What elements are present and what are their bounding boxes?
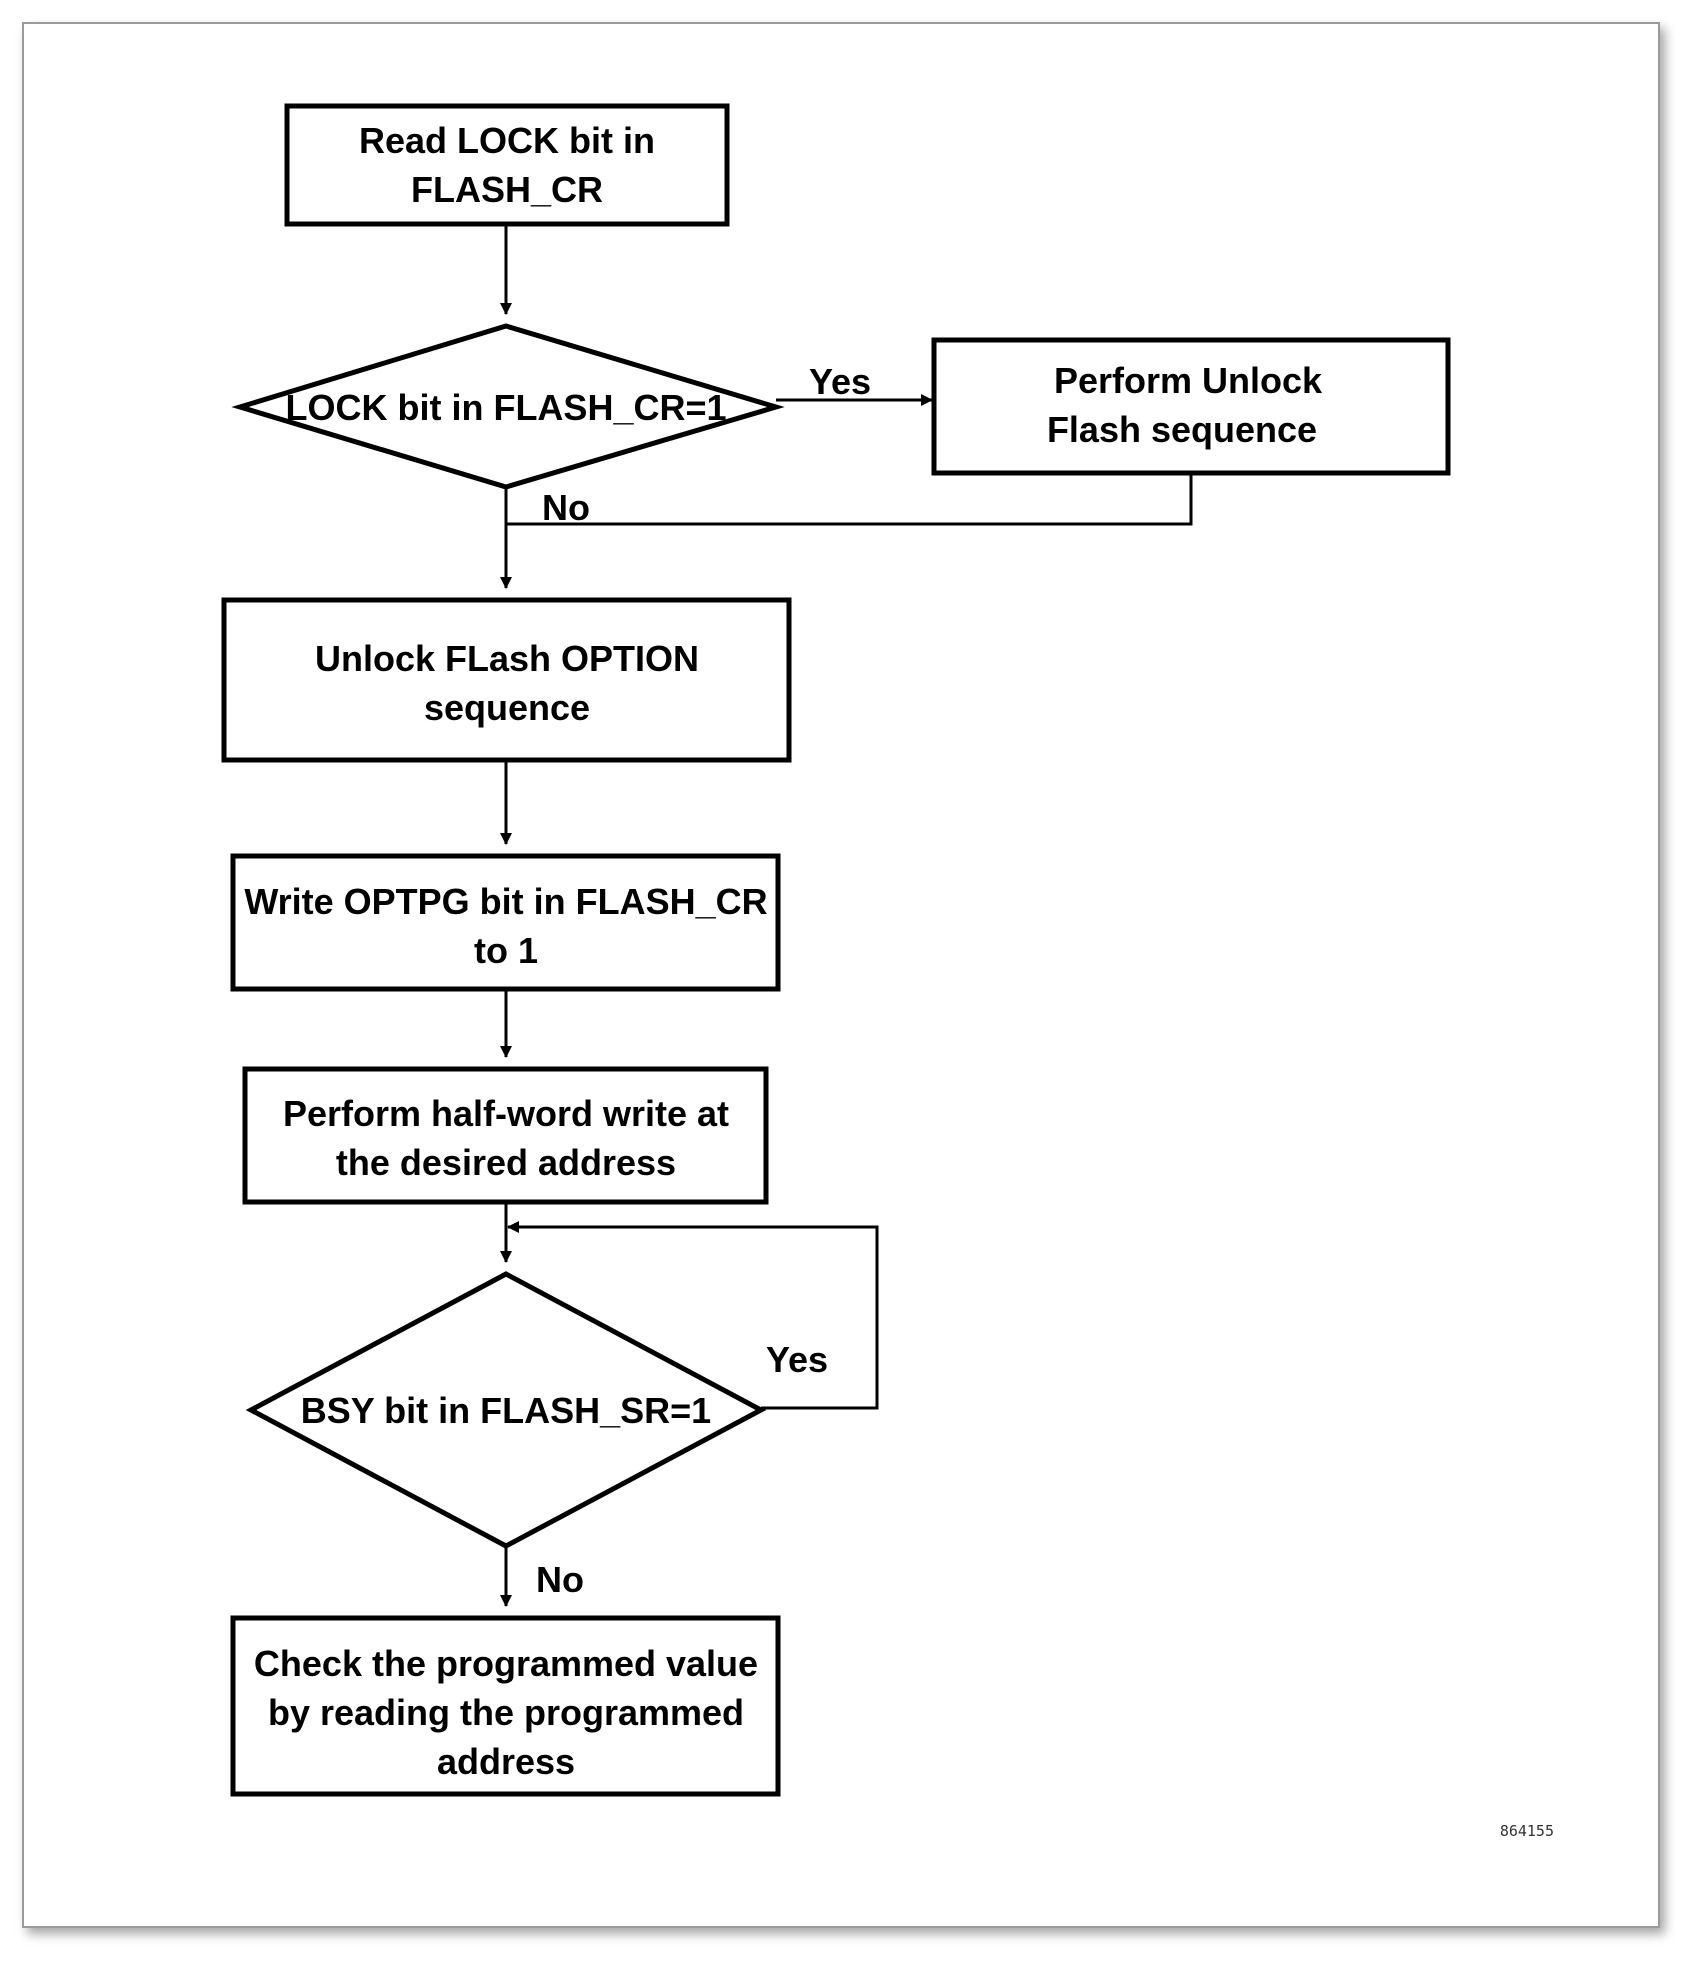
node-bsy-decision: BSY bit in FLASH_SR=1 — [245, 1271, 767, 1549]
node-check-value-line-3: address — [437, 1741, 575, 1782]
node-lock-decision-label: LOCK bit in FLASH_CR=1 — [285, 387, 726, 428]
node-half-word-write-line-2: the desired address — [336, 1142, 676, 1183]
label-lock-yes: Yes — [809, 361, 871, 402]
node-bsy-decision-label: BSY bit in FLASH_SR=1 — [301, 1390, 711, 1431]
figure-id: 864155 — [1500, 1822, 1554, 1840]
node-write-optpg-line-2: to 1 — [474, 930, 538, 971]
node-half-word-write: Perform half-word write at the desired a… — [242, 1066, 769, 1205]
node-read-lock-line-2: FLASH_CR — [411, 169, 603, 210]
label-lock-no: No — [542, 487, 590, 528]
node-unlock-option-line-1: Unlock FLash OPTION — [315, 638, 699, 679]
node-unlock-option: Unlock FLash OPTION sequence — [221, 597, 792, 763]
label-bsy-yes: Yes — [766, 1339, 828, 1380]
node-lock-decision: LOCK bit in FLASH_CR=1 — [231, 323, 785, 490]
edge-unlock-flash-merge — [506, 470, 1193, 526]
node-write-optpg: Write OPTPG bit in FLASH_CR to 1 — [230, 853, 781, 992]
node-unlock-flash: Perform Unlock Flash sequence — [931, 337, 1451, 476]
node-check-value: Check the programmed value by reading th… — [230, 1615, 781, 1797]
node-unlock-option-line-2: sequence — [424, 687, 590, 728]
node-check-value-line-2: by reading the programmed — [268, 1692, 744, 1733]
label-bsy-no: No — [536, 1559, 584, 1600]
node-unlock-flash-line-2: Flash sequence — [1047, 409, 1317, 450]
node-write-optpg-line-1: Write OPTPG bit in FLASH_CR — [244, 881, 767, 922]
node-half-word-write-line-1: Perform half-word write at — [283, 1093, 729, 1134]
flowchart: Read LOCK bit in FLASH_CR LOCK bit in FL… — [221, 103, 1554, 1840]
diagram-page: Read LOCK bit in FLASH_CR LOCK bit in FL… — [22, 22, 1660, 1928]
node-read-lock: Read LOCK bit in FLASH_CR — [284, 103, 730, 227]
edges — [500, 214, 1193, 1607]
node-unlock-flash-line-1: Perform Unlock — [1054, 360, 1323, 401]
node-read-lock-line-1: Read LOCK bit in — [359, 120, 655, 161]
edge-bsy-yes-loop — [507, 1221, 879, 1410]
node-check-value-line-1: Check the programmed value — [254, 1643, 758, 1684]
